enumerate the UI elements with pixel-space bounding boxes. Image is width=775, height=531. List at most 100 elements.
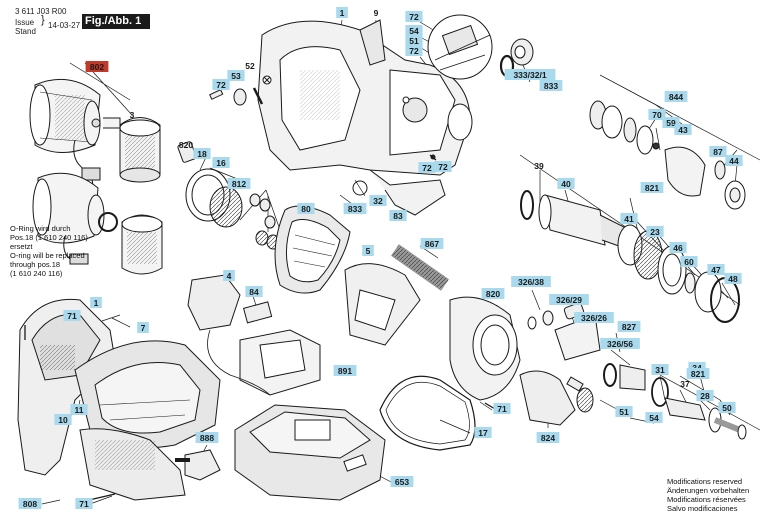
part-label-text: 888 — [200, 433, 214, 443]
part-label-text: 87 — [713, 147, 723, 157]
part-label: 54 — [645, 412, 663, 423]
part-label-box — [336, 7, 348, 18]
switch-electronics — [187, 274, 321, 396]
part-label-text: 52 — [245, 61, 255, 71]
part-label: 326/38 — [511, 276, 551, 287]
part-label-text: 43 — [678, 125, 688, 135]
part-label: 52 — [245, 61, 255, 71]
part-label-box — [389, 210, 407, 221]
part-label-text: 333/32/1 — [513, 70, 546, 80]
modifications-line: Modifications reserved — [667, 477, 743, 486]
part-label-text: 80 — [301, 204, 311, 214]
part-label-box — [75, 498, 93, 509]
part-label-text: 23 — [650, 227, 660, 237]
stand-label: Stand — [15, 27, 36, 36]
part-label: 46 — [669, 242, 687, 253]
part-label: 71 — [75, 498, 93, 509]
part-label: 41 — [620, 213, 638, 224]
part-label-text: 72 — [409, 12, 419, 22]
part-label: 7 — [137, 322, 149, 333]
brace-icon: } — [41, 14, 45, 26]
part-label: 84 — [245, 286, 263, 297]
piston-parts — [554, 302, 669, 407]
part-label-text: 60 — [684, 257, 694, 267]
part-label-text: 820 — [179, 140, 193, 150]
part-888 — [175, 449, 221, 481]
part-label-box — [137, 322, 149, 333]
part-label-text: 31 — [655, 365, 665, 375]
part-label-text: 11 — [75, 405, 84, 415]
part-label-box — [511, 276, 551, 287]
part-label-box — [63, 310, 81, 321]
part-label: 47 — [707, 264, 725, 275]
part-label: 5 — [362, 245, 374, 256]
part-label: 18 — [193, 148, 211, 159]
part-label: 53 — [227, 70, 245, 81]
part-label-text: 72 — [438, 162, 448, 172]
part-label-box — [549, 294, 589, 305]
part-label: 833 — [539, 80, 563, 91]
part-label-box — [227, 70, 245, 81]
gearbox-housing — [449, 296, 554, 401]
part-label-text: 72 — [409, 46, 419, 56]
part-label-text: 833 — [348, 204, 362, 214]
part-label: 333/32/1 — [504, 69, 556, 80]
part-label-text: 72 — [422, 163, 432, 173]
part-label: 51 — [405, 35, 423, 46]
part-label: 653 — [390, 476, 414, 487]
part-label-box — [646, 226, 664, 237]
part-label-box — [70, 404, 88, 415]
part-label: 1 — [336, 7, 348, 18]
part-label-box — [405, 35, 423, 46]
part-label-text: 867 — [425, 239, 439, 249]
part-label-text: 891 — [338, 366, 352, 376]
part-label: 51 — [615, 406, 633, 417]
part-label-text: 28 — [700, 391, 710, 401]
part-label-box — [481, 288, 505, 299]
part-label: 812 — [227, 178, 251, 189]
part-label: 888 — [195, 432, 219, 443]
handle-housing — [17, 298, 116, 476]
part-label-box — [418, 162, 436, 173]
part-label-box — [617, 321, 641, 332]
doc-number: 3 611 J03 R00 — [15, 7, 67, 16]
gear-cluster — [519, 370, 594, 426]
part-label-box — [405, 25, 423, 36]
part-label-text: 824 — [541, 433, 555, 443]
part-label-box — [709, 146, 727, 157]
part-label-box — [227, 178, 251, 189]
part-label: 326/56 — [600, 338, 640, 349]
modifications-line: Änderungen vorbehalten — [667, 486, 750, 495]
part-label-box — [674, 124, 692, 135]
part-label-text: 17 — [478, 428, 488, 438]
part-label: 44 — [725, 155, 743, 166]
right-top-rings — [589, 100, 746, 210]
part-label: 71 — [63, 310, 81, 321]
part-label-text: 71 — [67, 311, 77, 321]
part-label-text: 51 — [409, 36, 419, 46]
modifications-note: Modifications reserved Änderungen vorbeh… — [667, 477, 749, 513]
part-label-text: 50 — [722, 403, 732, 413]
part-label: 1 — [90, 297, 102, 308]
part-label: 23 — [646, 226, 664, 237]
part-label: 820 — [481, 288, 505, 299]
part-label-text: 326/38 — [518, 277, 544, 287]
part-label-box — [223, 270, 235, 281]
part-label: 824 — [536, 432, 560, 443]
part-label-box — [297, 203, 315, 214]
part-label: 37 — [680, 379, 690, 389]
part-label-box — [620, 213, 638, 224]
part-label: 808 — [18, 498, 42, 509]
part-label-text: 48 — [728, 274, 738, 284]
part-label: 833 — [343, 203, 367, 214]
part-label: 48 — [724, 273, 742, 284]
part-label-box — [640, 182, 664, 193]
issue-label: Issue — [15, 18, 35, 27]
part-label-box — [362, 245, 374, 256]
part-label: 4 — [223, 270, 235, 281]
part-label-text: 54 — [649, 413, 659, 423]
part-label-text: 54 — [409, 26, 419, 36]
part-label: 80 — [297, 203, 315, 214]
part-label-box — [54, 414, 72, 425]
